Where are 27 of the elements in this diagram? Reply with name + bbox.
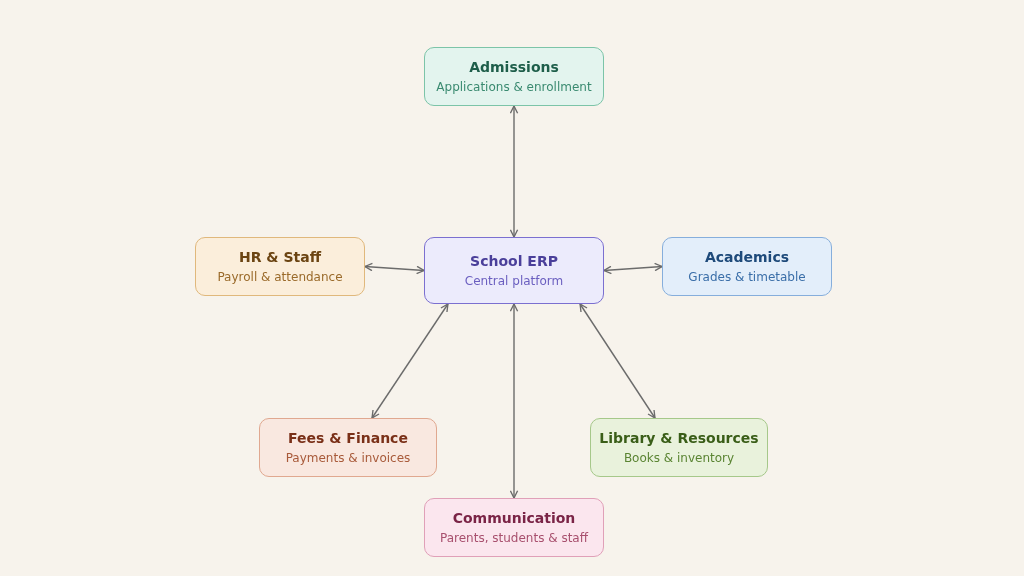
double-arrow xyxy=(371,303,449,419)
module-title: Academics xyxy=(704,249,790,265)
module-description: Grades & timetable xyxy=(688,270,806,284)
module-box xyxy=(662,237,832,296)
module-box xyxy=(424,237,604,304)
double-arrow xyxy=(579,303,656,419)
module-description: Central platform xyxy=(464,274,564,288)
module-title: Admissions xyxy=(469,59,559,75)
double-arrow xyxy=(364,262,425,275)
module-description: Parents, students & staff xyxy=(440,531,588,545)
module-title: Fees & Finance xyxy=(288,430,408,446)
module-title: Communication xyxy=(452,510,576,526)
module-box xyxy=(424,498,604,557)
module-title: HR & Staff xyxy=(239,249,321,265)
double-arrow xyxy=(603,262,663,275)
module-description: Payroll & attendance xyxy=(217,270,343,284)
module-title: School ERP xyxy=(470,253,558,269)
double-arrow xyxy=(509,105,519,238)
module-description: Books & inventory xyxy=(623,451,735,465)
module-box xyxy=(424,47,604,106)
double-arrow xyxy=(509,303,519,499)
module-title: Library & Resources xyxy=(599,430,759,446)
module-box xyxy=(195,237,365,296)
module-box xyxy=(259,418,437,477)
module-description: Payments & invoices xyxy=(285,451,411,465)
module-description: Applications & enrollment xyxy=(436,80,592,94)
module-box xyxy=(590,418,768,477)
